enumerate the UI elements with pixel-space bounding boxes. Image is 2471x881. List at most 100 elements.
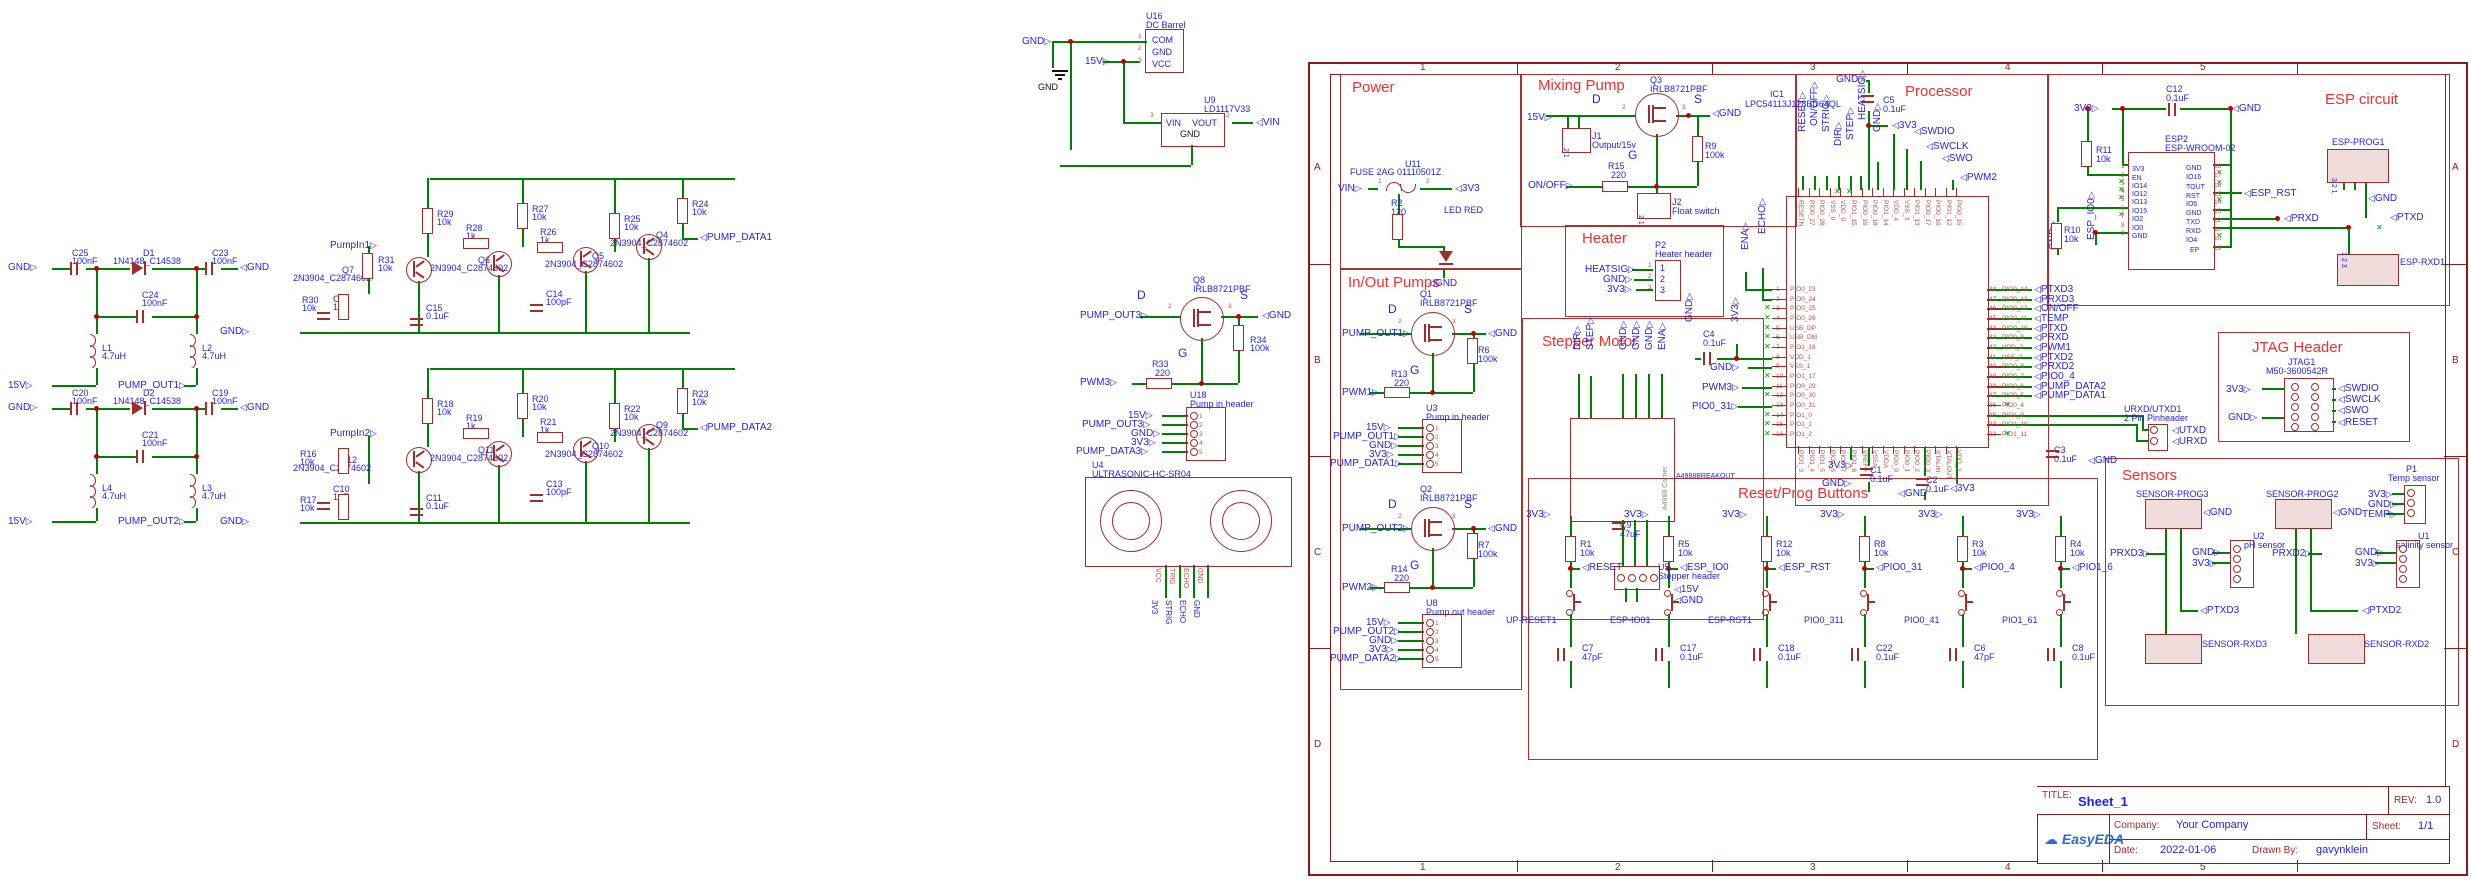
wire[interactable] bbox=[1962, 568, 1972, 570]
net-label[interactable]: VIN▷ bbox=[1338, 183, 1362, 194]
wire[interactable] bbox=[1625, 588, 1627, 602]
resistor[interactable] bbox=[463, 428, 489, 439]
wire[interactable] bbox=[1590, 376, 1592, 418]
wire[interactable] bbox=[614, 237, 616, 252]
net-label[interactable]: ◁PUMP_DATA2 bbox=[700, 422, 773, 433]
wire[interactable] bbox=[2262, 388, 2284, 390]
component-text[interactable]: pH sensor bbox=[2244, 540, 2286, 550]
wire[interactable] bbox=[1398, 463, 1424, 465]
component-text[interactable]: PIO0_311 bbox=[1804, 615, 1844, 625]
wire[interactable] bbox=[1668, 568, 1678, 570]
component-text[interactable]: GND bbox=[2186, 165, 2202, 172]
diode[interactable] bbox=[1439, 249, 1453, 269]
resistor[interactable] bbox=[1663, 536, 1674, 562]
wire[interactable] bbox=[648, 258, 650, 332]
component-text[interactable]: 0.1uF bbox=[1680, 652, 1704, 662]
component-text[interactable]: C15 bbox=[426, 303, 443, 313]
wire[interactable] bbox=[1826, 176, 1828, 190]
wire[interactable] bbox=[1123, 122, 1161, 124]
resistor[interactable] bbox=[2055, 536, 2066, 562]
wire[interactable] bbox=[1370, 587, 1384, 589]
component-text[interactable]: R33 bbox=[1152, 359, 1169, 369]
component-text[interactable]: C19 bbox=[212, 388, 229, 398]
wire[interactable] bbox=[2095, 232, 2128, 234]
wire[interactable] bbox=[2057, 207, 2128, 209]
connector-block[interactable] bbox=[2327, 149, 2389, 183]
component-outline[interactable] bbox=[2284, 378, 2334, 432]
component-text[interactable]: 100nF bbox=[142, 298, 168, 308]
component-text[interactable]: 1k bbox=[466, 421, 476, 431]
component-text[interactable]: 0.1uF bbox=[1870, 474, 1894, 484]
component-text[interactable]: A4988BREAKOUT bbox=[1676, 473, 1735, 480]
component-text[interactable]: 10k bbox=[300, 503, 315, 513]
net-label[interactable]: GND▷ bbox=[8, 402, 38, 413]
component-text[interactable]: U2 bbox=[2253, 531, 2265, 541]
wire[interactable] bbox=[1802, 176, 1804, 190]
header-pin[interactable] bbox=[1426, 628, 1434, 636]
wire[interactable] bbox=[2354, 182, 2356, 190]
wire[interactable] bbox=[1201, 338, 1203, 383]
wire[interactable] bbox=[184, 385, 196, 387]
header-pin[interactable] bbox=[1190, 412, 1198, 420]
header-pin[interactable] bbox=[1426, 637, 1434, 645]
wire[interactable] bbox=[1987, 318, 2032, 320]
wire[interactable] bbox=[1762, 299, 1772, 301]
capacitor[interactable] bbox=[410, 508, 423, 510]
capacitor[interactable] bbox=[205, 262, 207, 275]
component-text[interactable]: 10k bbox=[1972, 548, 1987, 558]
component-text[interactable]: 47pF bbox=[1582, 652, 1603, 662]
net-label[interactable]: ECHO▷ bbox=[1757, 198, 1768, 234]
component-text[interactable]: C10 bbox=[333, 484, 350, 494]
header-pin[interactable] bbox=[2399, 565, 2407, 573]
connector-block[interactable] bbox=[2145, 634, 2202, 664]
section-box-reset-prog-buttons[interactable] bbox=[1528, 478, 2098, 760]
net-label[interactable]: 15V▷ bbox=[8, 516, 33, 527]
component-text[interactable]: C1 bbox=[1870, 465, 1882, 475]
mosfet-transistor[interactable] bbox=[1635, 93, 1679, 137]
header-pin[interactable] bbox=[2399, 545, 2407, 553]
wire[interactable] bbox=[300, 332, 690, 334]
net-label[interactable]: 3V3▷ bbox=[2016, 509, 2041, 520]
component-text[interactable]: 100nF bbox=[212, 256, 238, 266]
wire[interactable] bbox=[1408, 392, 1473, 394]
net-label[interactable]: ◁PTXD3 bbox=[2034, 284, 2074, 295]
header-pin[interactable] bbox=[2233, 545, 2241, 553]
component-text[interactable]: 47uF bbox=[1620, 529, 1641, 539]
wire[interactable] bbox=[2122, 108, 2124, 164]
wire[interactable] bbox=[1987, 366, 2032, 368]
wire[interactable] bbox=[682, 428, 698, 430]
resistor[interactable] bbox=[1957, 536, 1968, 562]
component-text[interactable]: 10k bbox=[437, 217, 452, 227]
wire[interactable] bbox=[1748, 367, 1772, 369]
component-text[interactable]: SENSOR-RXD3 bbox=[2202, 639, 2268, 649]
wire[interactable] bbox=[1838, 176, 1840, 190]
wire[interactable] bbox=[2348, 227, 2350, 254]
wire[interactable] bbox=[1473, 557, 1475, 587]
component-text[interactable]: GND bbox=[2186, 210, 2202, 217]
wire[interactable] bbox=[1473, 362, 1475, 392]
component-text[interactable]: 10k bbox=[2064, 234, 2079, 244]
component-text[interactable]: C14 bbox=[546, 289, 563, 299]
wire[interactable] bbox=[1634, 279, 1653, 281]
wire[interactable] bbox=[1398, 436, 1424, 438]
component-text[interactable]: 0.1uF bbox=[426, 501, 450, 511]
component-text[interactable]: G bbox=[1410, 363, 1420, 377]
wire[interactable] bbox=[1398, 622, 1424, 624]
component-text[interactable]: 2N3904_C2874602 bbox=[293, 463, 372, 473]
header-pin[interactable] bbox=[1190, 439, 1198, 447]
inductor[interactable] bbox=[90, 474, 97, 508]
net-label[interactable]: ◁GND bbox=[2333, 507, 2363, 518]
component-text[interactable]: R34 bbox=[1250, 335, 1267, 345]
wire[interactable] bbox=[96, 268, 98, 334]
connector-block[interactable] bbox=[2145, 499, 2202, 529]
wire[interactable] bbox=[1132, 383, 1146, 385]
capacitor[interactable] bbox=[205, 402, 207, 415]
wire[interactable] bbox=[2308, 553, 2322, 555]
wire[interactable] bbox=[1360, 333, 1412, 335]
component-text[interactable]: 100k bbox=[1478, 354, 1498, 364]
wire[interactable] bbox=[682, 412, 684, 428]
wire[interactable] bbox=[1578, 115, 1580, 128]
component-text[interactable]: L1 bbox=[102, 343, 113, 353]
wire[interactable] bbox=[196, 368, 198, 385]
net-label[interactable]: 3V3▷ bbox=[1722, 509, 1747, 520]
